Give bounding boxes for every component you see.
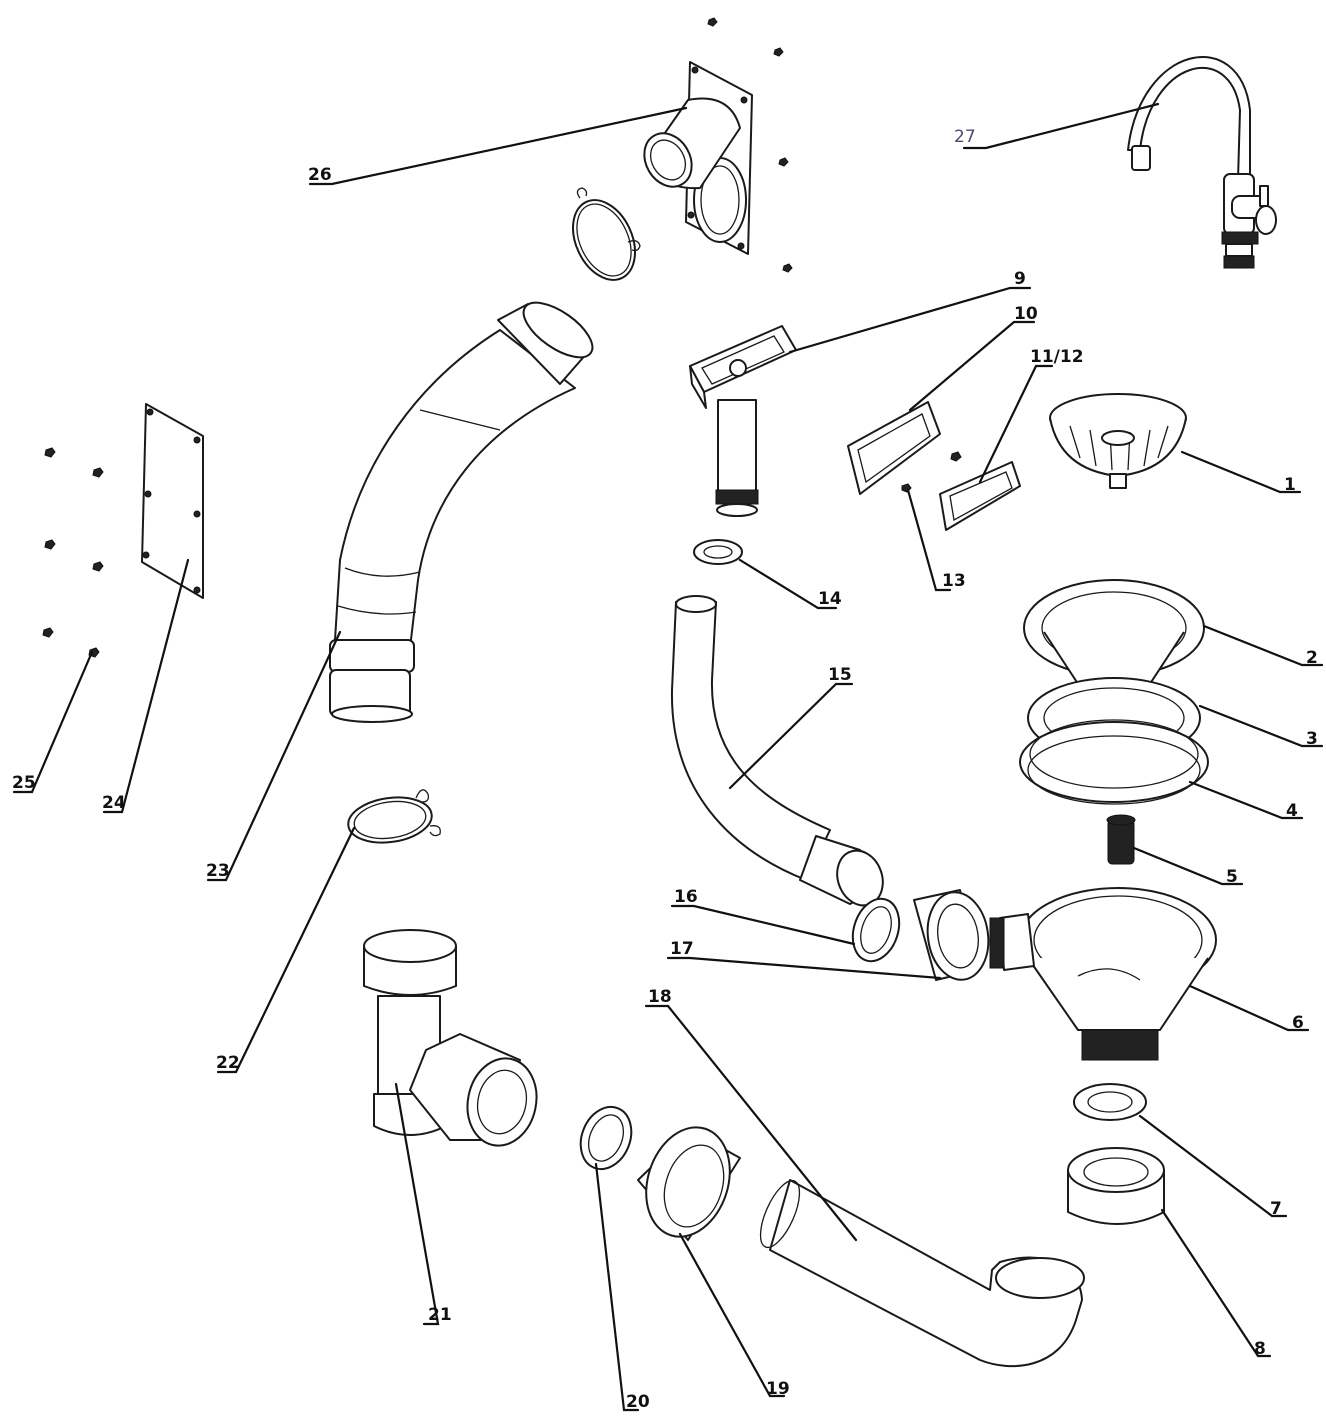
callout-17: 17 [670,939,694,959]
part-15-bent-pipe [670,595,884,907]
part-7-washer [1073,1083,1147,1121]
part-clamp-ring-upper [572,187,641,281]
callout-27: 27 [954,127,976,147]
part-14-washer [693,539,743,565]
part-1-strainer-basket [1049,393,1187,489]
callout-15: 15 [828,665,852,685]
part-26-screws [707,17,793,273]
part-21-tee-connector [363,929,538,1147]
part-8-nut [1067,1147,1165,1225]
callout-25: 25 [12,773,36,793]
part-25-screws [42,447,104,658]
part-6-drain-body [989,887,1217,1061]
part-27-faucet [1127,56,1277,269]
part-17-nut [913,889,990,981]
part-22-clamp-ring [347,789,441,844]
leader-lines [12,102,1324,1412]
callout-2: 2 [1306,648,1318,668]
callout-22: 22 [216,1053,240,1073]
callout-4: 4 [1286,801,1298,821]
callout-8: 8 [1254,1339,1266,1359]
callout-3: 3 [1306,729,1318,749]
part-20-washer [579,1105,633,1171]
part-11-12-gasket [939,461,1021,531]
part-13-screws [901,451,962,493]
part-4-gasket [1019,719,1209,805]
callout-24: 24 [102,793,126,813]
callout-5: 5 [1226,867,1238,887]
callout-labels: 1 2 3 4 5 6 7 8 9 10 11/12 13 14 15 16 1… [12,127,1318,1412]
part-2-flange [1023,579,1205,697]
part-24-cover-plate [141,403,204,599]
part-19-nut [637,1126,741,1241]
callout-18: 18 [648,987,672,1007]
part-10-gasket [847,401,941,495]
part-16-washer [851,897,901,963]
callout-16: 16 [674,887,698,907]
callout-13: 13 [942,571,966,591]
part-5-screw [1106,814,1136,865]
callout-21: 21 [428,1305,452,1325]
callout-7: 7 [1270,1199,1282,1219]
part-23-bent-pipe [329,301,594,723]
callout-10: 10 [1014,304,1038,324]
callout-1: 1 [1284,475,1296,495]
callout-11-12: 11/12 [1030,347,1084,367]
part-9-overflow-unit [689,325,797,517]
part-26-wall-outlet [643,61,753,255]
callout-26: 26 [308,165,332,185]
callout-19: 19 [766,1379,790,1399]
callout-9: 9 [1014,269,1026,289]
callout-6: 6 [1292,1013,1304,1033]
callout-14: 14 [818,589,842,609]
callout-20: 20 [626,1392,650,1412]
part-18-j-pipe [759,1179,1085,1368]
callout-23: 23 [206,861,230,881]
